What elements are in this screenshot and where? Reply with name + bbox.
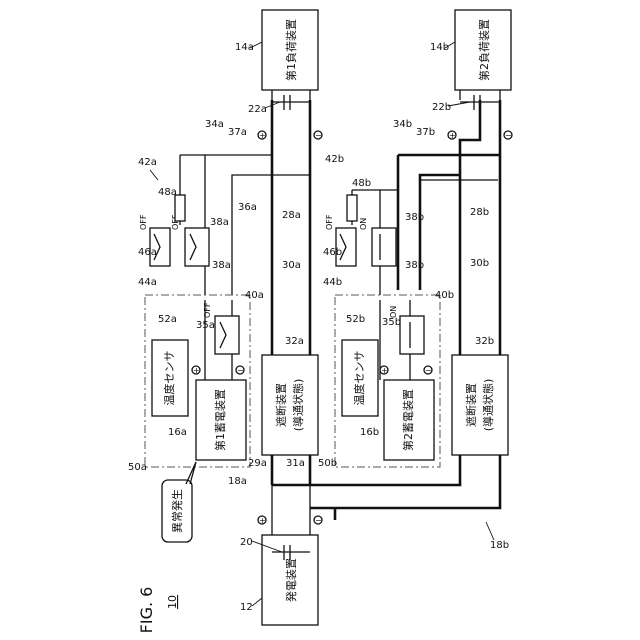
ref-20: 20 xyxy=(240,537,253,548)
polarity-minus-3: − xyxy=(315,516,322,525)
load-2-label: 第2負荷装置 xyxy=(477,19,491,81)
ref-40b: 40b xyxy=(435,290,454,301)
battery-2-block: 第2蓄電装置 xyxy=(384,380,434,460)
switch-35b: ON xyxy=(389,306,424,354)
battery-1-block: 第1蓄電装置 xyxy=(196,380,246,460)
ref-38a-bot: 38a xyxy=(212,260,231,271)
battery-1-label: 第1蓄電装置 xyxy=(213,389,227,451)
ref-42a: 42a xyxy=(138,157,157,168)
ref-37b: 37b xyxy=(416,127,435,138)
ref-16b: 16b xyxy=(360,427,379,438)
temp-sensor-b-label: 温度センサ xyxy=(352,351,366,406)
breaker-a-label-1: 遮断装置 xyxy=(274,383,288,427)
switch-44b-state: ON xyxy=(359,218,368,230)
breaker-a-label-2: (導通状態) xyxy=(291,379,305,432)
system-ref: 10 xyxy=(166,595,179,609)
ref-50a: 50a xyxy=(128,462,147,473)
ref-34a: 34a xyxy=(205,119,224,130)
ref-12: 12 xyxy=(240,602,253,613)
breaker-b-label-1: 遮断装置 xyxy=(464,383,478,427)
ref-48a: 48a xyxy=(158,187,177,198)
anomaly-label: 異常発生 xyxy=(170,489,184,533)
load-2-block: 第2負荷装置 xyxy=(455,10,511,90)
ref-30b: 30b xyxy=(470,258,489,269)
ref-22a: 22a xyxy=(248,104,267,115)
ref-38a-top: 38a xyxy=(210,217,229,228)
switch-35a-state: OFF xyxy=(203,302,212,318)
ref-44a: 44a xyxy=(138,277,157,288)
ref-22b: 22b xyxy=(432,102,451,113)
ref-28b: 28b xyxy=(470,207,489,218)
load-1-block: 第1負荷装置 xyxy=(262,10,318,90)
ref-52b: 52b xyxy=(346,314,365,325)
breaker-b-label-2: (導通状態) xyxy=(481,379,495,432)
load-1-label: 第1負荷装置 xyxy=(284,19,298,81)
switch-44b: ON xyxy=(359,218,396,266)
polarity-plus-3: + xyxy=(259,516,266,525)
ref-52a: 52a xyxy=(158,314,177,325)
battery-2-label: 第2蓄電装置 xyxy=(401,389,415,451)
polarity-minus-5: − xyxy=(425,366,432,375)
ref-36a: 36a xyxy=(238,202,257,213)
ref-46b: 46b xyxy=(323,247,342,258)
breaker-a-block: 遮断装置 (導通状態) xyxy=(262,355,318,455)
ref-46a: 46a xyxy=(138,247,157,258)
ref-32b: 32b xyxy=(475,336,494,347)
ref-18b: 18b xyxy=(490,540,509,551)
ref-31a: 31a xyxy=(286,458,305,469)
polarity-minus-1: − xyxy=(315,131,322,140)
switch-44a: OFF xyxy=(171,214,209,266)
figure-title: FIG. 6 xyxy=(137,587,156,634)
ref-48b: 48b xyxy=(352,178,371,189)
ref-40a: 40a xyxy=(245,290,264,301)
polarity-minus-4: − xyxy=(237,366,244,375)
ref-38b-top: 38b xyxy=(405,212,424,223)
resistor-48a xyxy=(175,195,185,221)
temp-sensor-a-label: 温度センサ xyxy=(162,351,176,406)
ref-38b-bot: 38b xyxy=(405,260,424,271)
polarity-plus-2: + xyxy=(449,131,456,140)
polarity-plus-4: + xyxy=(193,366,200,375)
anomaly-callout: 異常発生 xyxy=(162,462,196,542)
ref-16a: 16a xyxy=(168,427,187,438)
generator-label: 発電装置 xyxy=(284,558,298,602)
switch-46a: OFF xyxy=(139,214,170,266)
ref-32a: 32a xyxy=(285,336,304,347)
resistor-48b xyxy=(347,195,357,221)
ref-28a: 28a xyxy=(282,210,301,221)
ref-50b: 50b xyxy=(318,458,337,469)
ref-30a: 30a xyxy=(282,260,301,271)
switch-46b-state: OFF xyxy=(325,214,334,230)
ref-44b: 44b xyxy=(323,277,342,288)
temp-sensor-b-block: 温度センサ xyxy=(342,340,378,416)
ref-35a: 35a xyxy=(196,320,215,331)
ref-37a: 37a xyxy=(228,127,247,138)
ref-42b: 42b xyxy=(325,154,344,165)
ref-18a: 18a xyxy=(228,476,247,487)
ref-34b: 34b xyxy=(393,119,412,130)
ref-35b: 35b xyxy=(382,317,401,328)
polarity-plus-5: + xyxy=(381,366,388,375)
switch-46a-state: OFF xyxy=(139,214,148,230)
polarity-plus-1: + xyxy=(259,131,266,140)
polarity-minus-2: − xyxy=(505,131,512,140)
breaker-b-block: 遮断装置 (導通状態) xyxy=(452,355,508,455)
temp-sensor-a-block: 温度センサ xyxy=(152,340,188,416)
ref-29a: 29a xyxy=(248,458,267,469)
